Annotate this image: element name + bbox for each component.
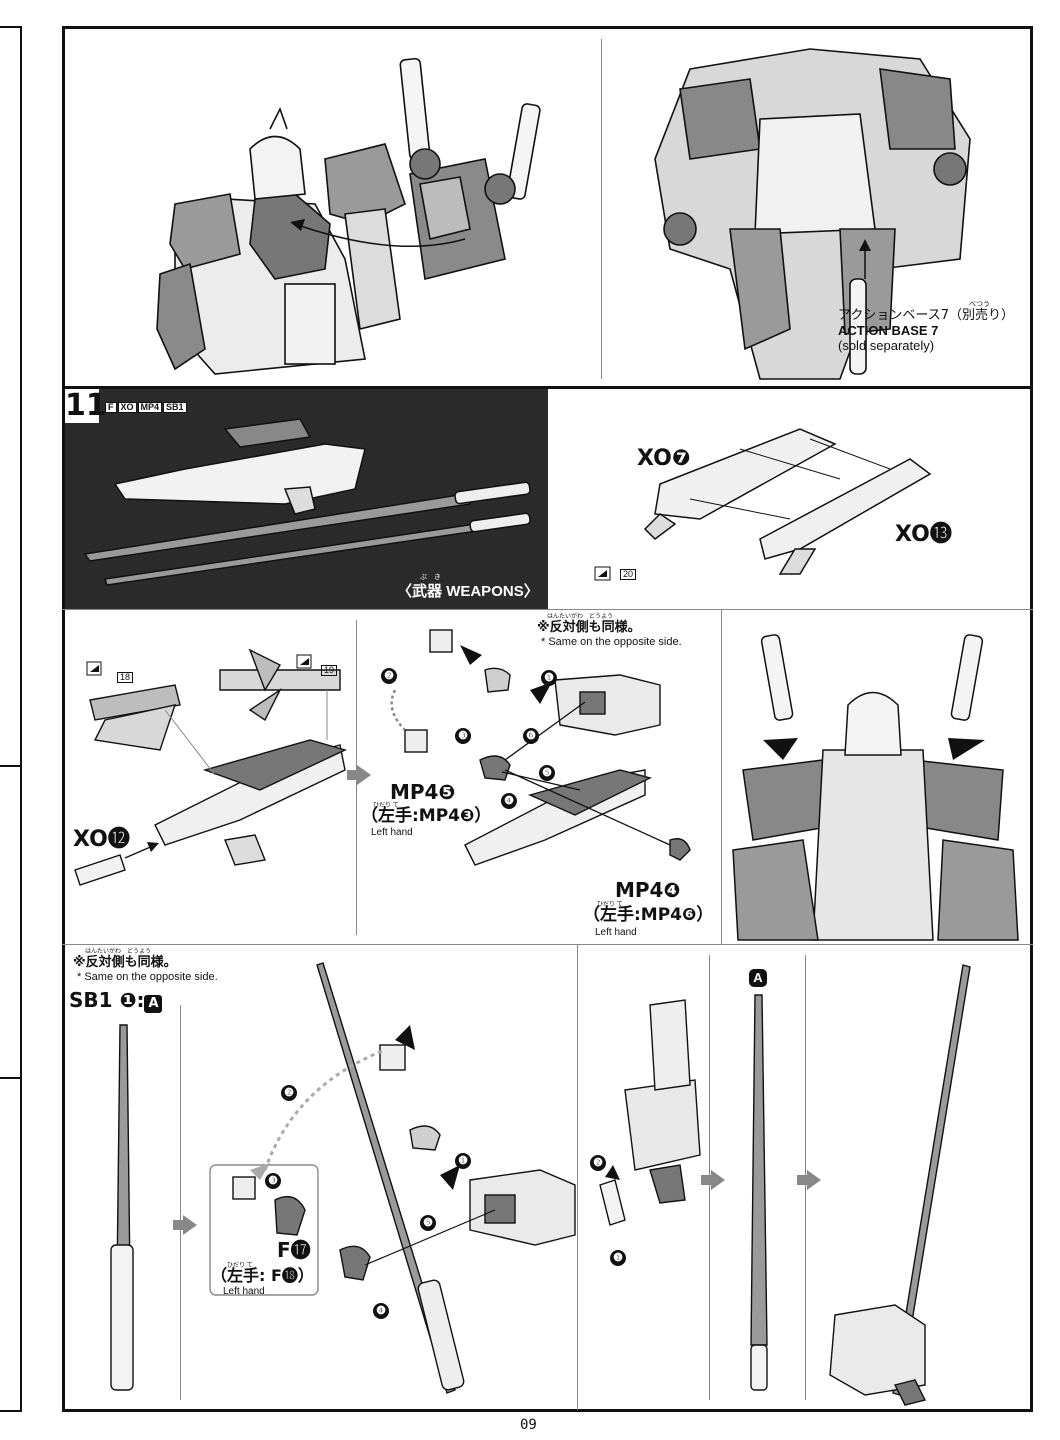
sold-separately-label: (sold separately) — [838, 338, 935, 353]
left-margin-edge — [20, 26, 22, 1412]
flow-arrow-3 — [797, 1170, 821, 1190]
bot-divider-1 — [180, 1005, 181, 1400]
step-num-4: ❹ — [501, 793, 517, 810]
left-hand-label-1: Left hand — [371, 827, 413, 838]
badge-mp4: MP4 — [137, 402, 163, 414]
mid-row: 18 19 XO⓬ はんたいがわ どうよう ※反対側も同様。 * Same on… — [65, 610, 1030, 944]
flow-arrow-2 — [701, 1170, 725, 1190]
robot-stand-illustration — [654, 48, 971, 380]
weapons-illustration — [83, 418, 531, 586]
opposite-note-en: * Same on the opposite side. — [541, 636, 682, 648]
top-row-divider — [601, 39, 602, 379]
mid-divider-2 — [721, 610, 722, 944]
part-label-f17: F⓱ — [277, 1238, 311, 1262]
robot-torso-illustration — [156, 57, 541, 375]
left-margin-line-low — [0, 1077, 22, 1079]
bot-step-num-3: ❸ — [265, 1173, 281, 1190]
bot-step-num-5: ❺ — [420, 1215, 436, 1232]
weapons-ruby: ぶ き — [420, 574, 441, 581]
robot-sabers-illustration — [732, 634, 1019, 941]
sb1-label: SB1 ❶:A — [69, 988, 163, 1013]
sticker-18: 18 — [117, 672, 134, 684]
bottom-assembly-illustration — [110, 962, 971, 1406]
opposite-note-ruby: はんたいがわ どうよう — [547, 614, 614, 620]
ruby-hidari-2: ひだり て — [597, 902, 623, 908]
bot-step-num-1: ❶ — [455, 1153, 471, 1170]
left-margin-line-bottom — [0, 1410, 22, 1412]
instruction-frame — [62, 26, 1033, 1412]
badge-xo: XO — [117, 402, 137, 414]
opposite-note-jp: ※反対側も同様。 — [537, 620, 641, 635]
action-base-label-jp: アクションベース7（別売り） — [838, 308, 1014, 323]
sticker-20: 20 — [620, 569, 637, 581]
part-label-xo13: XO⓭ — [895, 522, 952, 547]
bottom-row: はんたいがわ どうよう ※反対側も同様。 * Same on the oppos… — [65, 945, 1030, 1410]
page-number: 09 — [520, 1417, 537, 1433]
bot-left-hand-label: Left hand — [223, 1286, 265, 1297]
divider-mid-bottom — [62, 944, 1033, 945]
badge-f: F — [105, 402, 117, 414]
gun-assembly-illustration — [594, 428, 932, 581]
flow-arrow — [347, 765, 371, 785]
a-label-box: A — [144, 995, 163, 1013]
a-label-top: A — [749, 969, 767, 987]
bot-ruby-hidari: ひだり て — [227, 1263, 253, 1269]
part-label-mp4-5: MP4❺ — [390, 780, 456, 804]
left-margin-line-mid — [0, 765, 22, 767]
arm-step-num-2: ❷ — [590, 1155, 606, 1172]
bot-step-num-2: ❷ — [281, 1085, 297, 1102]
part-label-mp4-4: MP4❹ — [615, 878, 681, 902]
left-hand-f18: （左手: F⓲） — [211, 1266, 314, 1285]
weapons-label-en: WEAPONS〉 — [446, 583, 539, 600]
bottom-note-jp: ※反対側も同様。 — [73, 955, 177, 970]
step-num-2: ❷ — [381, 668, 397, 685]
flow-arrow-1 — [173, 1215, 197, 1235]
sticker-gun-illustration — [74, 648, 347, 886]
bottom-note-ruby: はんたいがわ どうよう — [85, 949, 152, 955]
left-margin-line-top — [0, 26, 22, 28]
part-label-xo12: XO⓬ — [73, 827, 130, 852]
arm-step-num-1: ❶ — [610, 1250, 626, 1267]
left-hand-mp46: （左手:MP4❻） — [583, 905, 714, 925]
sb1-text: SB1 — [69, 988, 113, 1012]
ruby-hidari-1: ひだり て — [373, 803, 399, 809]
step-num-5: ❺ — [539, 765, 555, 782]
step-num-3: ❸ — [455, 728, 471, 745]
weapons-label-jp: 〈武器 — [397, 583, 443, 600]
weapons-label: 〈武器 WEAPONS〉 — [397, 584, 539, 600]
left-hand-mp43: （左手:MP4❸） — [361, 806, 492, 826]
sticker-19: 19 — [321, 665, 338, 677]
part-label-xo7: XO❼ — [637, 446, 691, 471]
badge-sb1: SB1 — [163, 402, 187, 414]
bot-step-num-4: ❹ — [373, 1303, 389, 1320]
bot-divider-2 — [577, 945, 578, 1410]
top-row: べつう アクションベース7（別売り） ACTION BASE 7 (sold s… — [65, 29, 1030, 388]
action-base-label-en: ACTION BASE 7 — [838, 323, 939, 338]
action-base-ruby: べつう — [969, 301, 990, 308]
divider-step11-mid — [62, 609, 1033, 610]
sb1-num: ❶ — [119, 988, 137, 1012]
left-hand-label-2: Left hand — [595, 927, 637, 938]
step-num-1: ❶ — [541, 670, 557, 687]
step-num-6: ❻ — [523, 728, 539, 745]
sb1-colon: : — [136, 988, 145, 1012]
bottom-note-en: * Same on the opposite side. — [77, 971, 218, 983]
divider-top-step11 — [62, 386, 1033, 389]
hand-assembly-illustration — [390, 629, 691, 866]
